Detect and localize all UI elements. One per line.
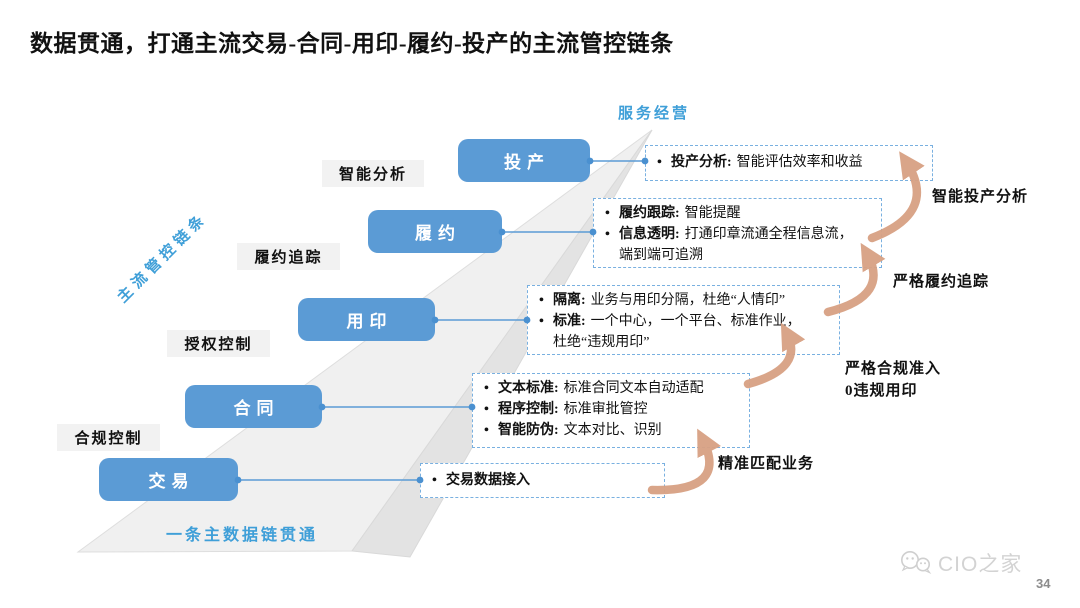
- result-label-seal: 严格合规准入 0违规用印: [845, 358, 941, 402]
- result-line-2: 0违规用印: [845, 383, 918, 399]
- wechat-logo-icon: [901, 551, 932, 574]
- anno-box-trade: 交易数据接入: [420, 463, 665, 498]
- anno-item: 投产分析:智能评估效率和收益: [654, 152, 924, 173]
- process-box-trade: 交易: [99, 458, 238, 501]
- footer-logo-text: CIO之家: [938, 553, 1023, 576]
- anno-item: 交易数据接入: [429, 470, 656, 491]
- anno-box-production: 投产分析:智能评估效率和收益: [645, 145, 933, 181]
- result-label-contract: 精准匹配业务: [718, 456, 815, 472]
- anno-item: 履约跟踪:智能提醒: [602, 203, 873, 224]
- anno-item: 标准:一个中心，一个平台、标准作业， 杜绝“违规用印”: [536, 311, 831, 353]
- result-label-performance: 严格履约追踪: [893, 274, 990, 290]
- page-title: 数据贯通，打通主流交易-合同-用印-履约-投产的主流管控链条: [30, 31, 674, 56]
- process-box-performance: 履约: [368, 210, 502, 253]
- anno-item: 隔离:业务与用印分隔，杜绝“人情印”: [536, 290, 831, 311]
- anno-box-seal: 隔离:业务与用印分隔，杜绝“人情印” 标准:一个中心，一个平台、标准作业， 杜绝…: [527, 285, 840, 355]
- side-label-authorization-control: 授权控制: [167, 330, 270, 357]
- footer-logo: CIO之家: [898, 548, 1022, 578]
- page-number: 34: [1036, 576, 1051, 591]
- side-label-performance-tracking: 履约追踪: [237, 243, 340, 270]
- label-master-data-chain: 一条主数据链贯通: [166, 527, 319, 544]
- process-box-seal: 用印: [298, 298, 435, 341]
- anno-item: 智能防伪:文本对比、识别: [481, 420, 741, 441]
- result-line-1: 严格合规准入: [845, 361, 942, 377]
- result-label-production: 智能投产分析: [932, 189, 1029, 205]
- anno-item: 文本标准:标准合同文本自动适配: [481, 378, 741, 399]
- anno-item: 信息透明:打通印章流通全程信息流， 端到端可追溯: [602, 224, 873, 266]
- label-service-operation: 服务经营: [618, 106, 691, 122]
- label-main-control-chain: 主流管控链条: [114, 209, 212, 307]
- side-label-compliance-control: 合规控制: [57, 424, 160, 451]
- side-label-intelligent-analysis: 智能分析: [322, 160, 424, 187]
- process-box-contract: 合同: [185, 385, 322, 428]
- anno-box-performance: 履约跟踪:智能提醒 信息透明:打通印章流通全程信息流， 端到端可追溯: [593, 198, 882, 268]
- anno-item: 程序控制:标准审批管控: [481, 399, 741, 420]
- process-box-production: 投产: [458, 139, 590, 182]
- anno-box-contract: 文本标准:标准合同文本自动适配 程序控制:标准审批管控 智能防伪:文本对比、识别: [472, 373, 750, 448]
